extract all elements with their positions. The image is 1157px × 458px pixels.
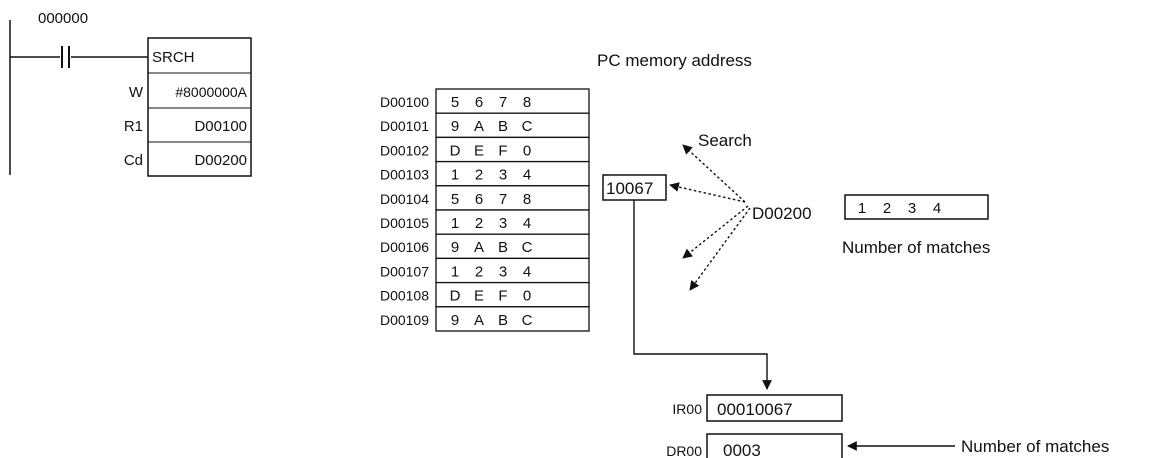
dr-value: 0003 bbox=[723, 441, 761, 458]
memory-address: D00103 bbox=[380, 167, 429, 183]
memory-digit: 1 bbox=[451, 215, 459, 232]
memory-digit: 4 bbox=[523, 167, 531, 184]
memory-address: D00108 bbox=[380, 288, 429, 304]
memory-address: D00102 bbox=[380, 142, 429, 158]
dr-box bbox=[706, 433, 843, 458]
memory-address: D00109 bbox=[380, 312, 429, 328]
memory-digit: E bbox=[474, 142, 484, 159]
memory-digit: A bbox=[474, 118, 484, 135]
memory-digit: 3 bbox=[499, 167, 507, 184]
memory-digit: 2 bbox=[475, 263, 483, 280]
operand-name: Cd bbox=[124, 152, 143, 169]
memory-address: D00104 bbox=[380, 191, 429, 207]
memory-digit: C bbox=[522, 312, 533, 329]
memory-digit: 6 bbox=[475, 191, 483, 208]
memory-digit: A bbox=[474, 312, 484, 329]
found-address-box bbox=[602, 174, 667, 201]
memory-digit: 8 bbox=[523, 191, 531, 208]
memory-digit: C bbox=[522, 239, 533, 256]
memory-digit: 9 bbox=[451, 239, 459, 256]
memory-cell bbox=[435, 233, 590, 260]
dr-caption: Number of matches bbox=[961, 437, 1109, 456]
memory-cell bbox=[435, 185, 590, 211]
memory-header: PC memory address bbox=[597, 51, 752, 70]
ir-box bbox=[706, 394, 843, 422]
srch-instruction-block: SRCH W #8000000A R1 D00100 Cd D00200 bbox=[124, 37, 252, 177]
contact-address: 000000 bbox=[38, 10, 88, 27]
memory-digit: B bbox=[498, 118, 508, 135]
memory-digit: B bbox=[498, 239, 508, 256]
ir-value: 00010067 bbox=[717, 400, 793, 419]
memory-digit: 3 bbox=[499, 215, 507, 232]
memory-digit: 4 bbox=[523, 263, 531, 280]
memory-digit: 7 bbox=[499, 94, 507, 111]
operand-value: #8000000A bbox=[175, 84, 247, 100]
instruction-name: SRCH bbox=[152, 49, 195, 66]
memory-cell bbox=[435, 160, 590, 187]
memory-digit: 8 bbox=[523, 94, 531, 111]
memory-cell bbox=[435, 281, 590, 308]
memory-digit: 0 bbox=[523, 142, 531, 159]
memory-digit: 4 bbox=[523, 215, 531, 232]
memory-digit: 1 bbox=[451, 167, 459, 184]
cd-caption: Number of matches bbox=[842, 238, 990, 257]
memory-digit: 5 bbox=[451, 191, 459, 208]
ir-label: IR00 bbox=[672, 401, 702, 417]
memory-cell bbox=[435, 112, 590, 139]
cd-digit: 1 bbox=[858, 200, 866, 217]
ladder-rung: 000000 SRCH W #8000000A R1 D00100 Cd D00… bbox=[9, 10, 252, 177]
memory-cell bbox=[435, 209, 590, 235]
memory-address: D00105 bbox=[380, 215, 429, 231]
memory-digit: F bbox=[498, 142, 507, 159]
memory-digit: F bbox=[498, 288, 507, 305]
cd-digit: 3 bbox=[908, 200, 916, 217]
memory-address: D00100 bbox=[380, 94, 429, 110]
memory-digit: 6 bbox=[475, 94, 483, 111]
operand-name: W bbox=[129, 84, 144, 101]
cd-register-box bbox=[844, 194, 989, 220]
memory-digit: 2 bbox=[475, 215, 483, 232]
memory-digit: 9 bbox=[451, 312, 459, 329]
no-contact-icon bbox=[10, 46, 148, 68]
memory-digit: 2 bbox=[475, 167, 483, 184]
memory-cell bbox=[435, 306, 590, 332]
cd-digit: 4 bbox=[933, 200, 941, 217]
cd-register-label: D00200 bbox=[752, 204, 812, 223]
operand-name: R1 bbox=[124, 118, 143, 135]
operand-value: D00200 bbox=[194, 152, 247, 169]
memory-address: D00106 bbox=[380, 239, 429, 255]
memory-digit: B bbox=[498, 312, 508, 329]
memory-digit: 0 bbox=[523, 288, 531, 305]
memory-digit: D bbox=[450, 142, 461, 159]
memory-address: D00107 bbox=[380, 263, 429, 279]
memory-digit: 5 bbox=[451, 94, 459, 111]
memory-digit: A bbox=[474, 239, 484, 256]
dr-label: DR00 bbox=[666, 443, 702, 458]
memory-cell bbox=[435, 136, 590, 163]
memory-digit: 9 bbox=[451, 118, 459, 135]
search-arrows bbox=[669, 144, 751, 291]
search-label: Search bbox=[698, 131, 752, 150]
operand-value: D00100 bbox=[194, 118, 247, 135]
memory-digit: C bbox=[522, 118, 533, 135]
index-register-arrow bbox=[633, 200, 772, 390]
memory-digit: 3 bbox=[499, 263, 507, 280]
memory-digit: 1 bbox=[451, 263, 459, 280]
cd-digit: 2 bbox=[883, 200, 891, 217]
memory-digit: E bbox=[474, 288, 484, 305]
memory-address: D00101 bbox=[380, 118, 429, 134]
memory-cell bbox=[435, 257, 590, 284]
memory-digit: D bbox=[450, 288, 461, 305]
memory-digit: 7 bbox=[499, 191, 507, 208]
found-address: 10067 bbox=[606, 179, 653, 198]
